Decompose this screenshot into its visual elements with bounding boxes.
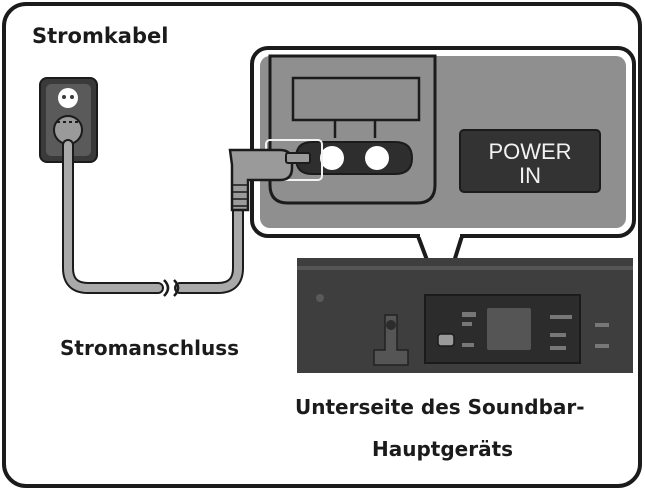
power-plug [228,139,323,212]
power-in-port-box [459,129,601,193]
underside-label-line2: Hauptgeräts [372,437,514,461]
power-cable [62,139,244,297]
power-cable-label: Stromkabel [32,24,169,48]
power-in-text-line1: POWER [488,139,572,164]
soundbar-underside [297,258,633,373]
underside-label-line1: Unterseite des Soundbar- [295,395,585,419]
cable-break-icon [163,279,180,297]
magnified-panel [228,46,636,238]
power-in-text-line2: IN [519,163,541,188]
figure-eight-socket-icon [294,141,414,175]
power-outlet-label: Stromanschluss [60,336,240,360]
wall-socket [39,77,98,163]
